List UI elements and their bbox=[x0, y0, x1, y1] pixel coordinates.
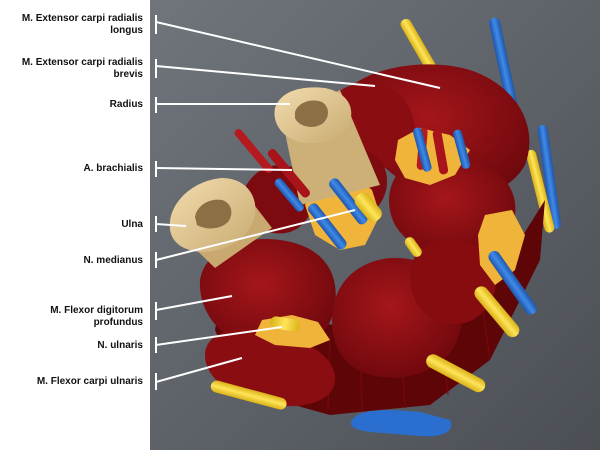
artery-upper-right-1 bbox=[432, 129, 449, 175]
fascia-upper-right bbox=[395, 128, 470, 185]
vein-center-2 bbox=[308, 203, 347, 250]
nerve-right-mid bbox=[474, 286, 520, 338]
leader-line-brachialis-pointer bbox=[155, 167, 293, 171]
leader-lines bbox=[155, 15, 441, 390]
ulna-bone bbox=[169, 178, 272, 268]
n-medianus-tube bbox=[354, 192, 382, 222]
leader-line-profundus-pointer bbox=[155, 295, 233, 311]
nerve-center-small bbox=[404, 237, 422, 257]
veins bbox=[274, 127, 537, 437]
label-flexor-digitorum-profundus: M. Flexor digitorum profundus bbox=[50, 305, 143, 328]
leader-line-brevis-pointer bbox=[155, 65, 376, 87]
label-extensor-carpi-radialis-longus: M. Extensor carpi radialis longus bbox=[21, 13, 143, 36]
label-a-brachialis: A. brachialis bbox=[83, 163, 143, 174]
right-flexor-muscle-shape bbox=[410, 239, 496, 325]
a-brachialis-tube bbox=[267, 149, 310, 198]
vein-right-1 bbox=[488, 250, 537, 315]
vein-center-1 bbox=[329, 178, 368, 225]
label-n-ulnaris: N. ulnaris bbox=[97, 340, 143, 351]
label-extensor-carpi-radialis-brevis: M. Extensor carpi radialis brevis bbox=[21, 57, 143, 80]
label-ulna: Ulna bbox=[121, 219, 143, 230]
artery-small-left bbox=[234, 129, 273, 174]
leader-line-medianus-pointer bbox=[155, 209, 356, 261]
leader-line-carpi-ulnaris-pointer bbox=[155, 357, 243, 383]
vein-upper-right-1 bbox=[413, 127, 432, 172]
vein-bottom bbox=[350, 410, 452, 437]
label-n-medianus: N. medianus bbox=[83, 255, 143, 266]
nerve-bottom-left bbox=[210, 380, 287, 410]
leader-line-ulnaris-pointer bbox=[155, 326, 283, 346]
label-flexor-carpi-ulnaris: M. Flexor carpi ulnaris bbox=[36, 376, 143, 387]
vein-upper-right-2 bbox=[453, 129, 471, 169]
leader-line-longus-pointer bbox=[155, 21, 441, 89]
radius-bone bbox=[274, 87, 380, 205]
nerve-right-edge bbox=[526, 149, 555, 233]
vein-right-edge bbox=[537, 124, 561, 230]
label-radius: Radius bbox=[109, 99, 143, 110]
fascia-right bbox=[478, 210, 525, 285]
nerves bbox=[210, 192, 520, 410]
ulna-marrow bbox=[195, 199, 232, 229]
radius-marrow bbox=[295, 100, 328, 127]
leader-line-ulna-pointer bbox=[155, 223, 187, 227]
nerve-right-low bbox=[426, 354, 486, 393]
vein-left-small bbox=[274, 178, 304, 212]
